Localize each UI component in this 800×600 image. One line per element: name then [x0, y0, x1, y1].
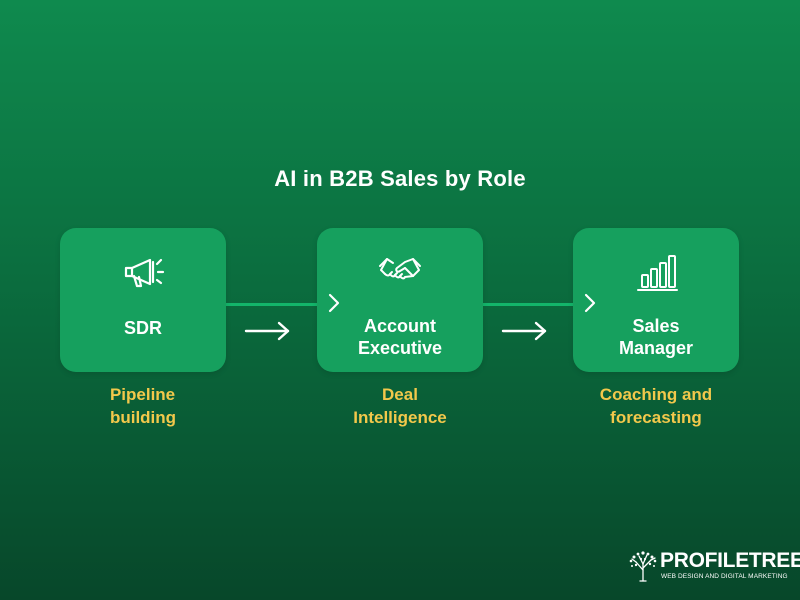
logo-tagline: WEB DESIGN AND DIGITAL MARKETING — [661, 573, 788, 580]
logo-wordmark: PROFILETREE — [660, 549, 800, 572]
role-caption-account-executive: Deal Intelligence — [317, 383, 483, 429]
role-card-account-executive: Account Executive — [317, 228, 483, 372]
connector-line-2 — [479, 303, 579, 306]
caption-line: building — [109, 408, 177, 427]
handshake-icon — [377, 248, 423, 294]
role-card-sales-manager: Sales Manager — [573, 228, 739, 372]
connector-line-1 — [222, 303, 322, 306]
diagram-title: AI in B2B Sales by Role — [274, 166, 526, 191]
arrow-right-icon — [244, 320, 292, 342]
role-label-sales-manager: Sales Manager — [573, 315, 739, 359]
role-label-sdr: SDR — [60, 317, 226, 339]
caption-line: Deal — [382, 385, 418, 404]
role-card-sdr: SDR — [60, 228, 226, 372]
caption-line: forecasting — [610, 408, 702, 427]
tree-icon — [628, 550, 658, 582]
role-label-line: Manager — [618, 338, 694, 358]
profiletree-logo: PROFILETREE WEB DESIGN AND DIGITAL MARKE… — [628, 548, 800, 584]
role-label-line: SDR — [123, 318, 162, 338]
role-caption-sdr: Pipeline building — [60, 383, 226, 429]
role-label-line: Sales — [632, 316, 680, 336]
role-label-line: Executive — [357, 338, 443, 358]
role-label-account-executive: Account Executive — [317, 315, 483, 359]
chevron-right-icon — [327, 292, 341, 314]
role-label-line: Account — [364, 316, 436, 336]
megaphone-icon — [120, 248, 166, 294]
arrow-right-icon — [501, 320, 549, 342]
caption-line: Pipeline — [109, 385, 176, 404]
caption-line: Intelligence — [353, 408, 447, 427]
bar-chart-icon — [633, 248, 679, 294]
role-caption-sales-manager: Coaching and forecasting — [573, 383, 739, 429]
caption-line: Coaching and — [599, 385, 713, 404]
chevron-right-icon — [583, 292, 597, 314]
